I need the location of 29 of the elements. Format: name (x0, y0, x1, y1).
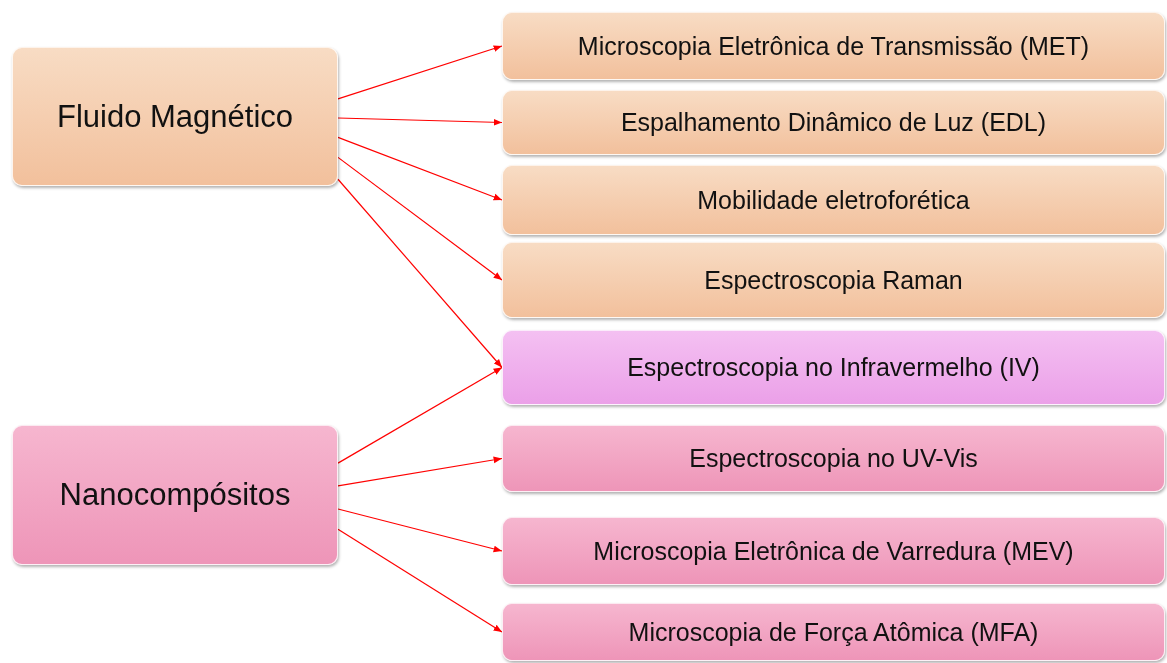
arrow (337, 508, 503, 553)
box-label: Nanocompósitos (59, 477, 291, 513)
method-box (502, 242, 1165, 318)
arrow (337, 117, 503, 126)
arrow (337, 456, 503, 487)
arrow (337, 156, 503, 281)
box-label: Microscopia Eletrônica de Varredura (MEV) (593, 536, 1074, 566)
arrow (337, 136, 503, 201)
box-label: Espectroscopia no UV-Vis (689, 444, 978, 473)
arrow (337, 366, 503, 464)
box-label: Espalhamento Dinâmico de Luz (EDL) (620, 108, 1047, 137)
method-box (12, 47, 338, 186)
method-box (502, 90, 1165, 155)
box-label: Microscopia de Força Atômica (MFA) (628, 617, 1039, 647)
method-box (502, 165, 1165, 235)
method-box (502, 330, 1165, 405)
method-box (12, 425, 338, 565)
method-box (502, 425, 1165, 492)
method-box (502, 603, 1165, 661)
box-label: Microscopia Eletrônica de Transmissão (MET) (577, 31, 1090, 61)
box-label: Fluido Magnético (56, 98, 294, 135)
method-box (502, 517, 1165, 585)
method-box (502, 12, 1165, 80)
arrow (337, 45, 503, 100)
box-label: Espectroscopia no Infravermelho (IV) (627, 353, 1040, 382)
box-label: Mobilidade eletroforética (697, 185, 970, 215)
arrow (337, 178, 503, 369)
box-label: Espectroscopia Raman (704, 265, 963, 295)
arrow (337, 528, 503, 633)
